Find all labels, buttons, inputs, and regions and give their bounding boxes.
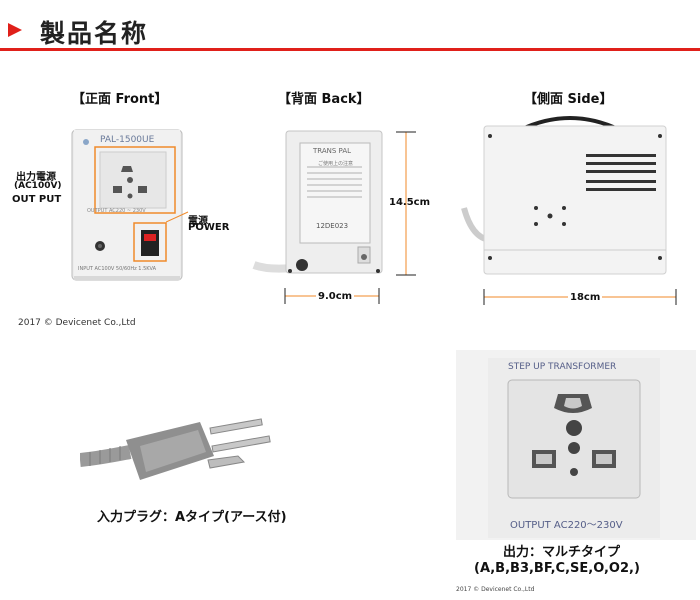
out-label-2: (AC100V) xyxy=(14,181,62,191)
side-view-image xyxy=(461,116,667,275)
front-model-text: PAL-1500UE xyxy=(100,135,155,145)
back-height-label: 14.5cm xyxy=(389,197,431,208)
back-code-text: 12DE023 xyxy=(316,222,349,230)
back-view-label: 【背面 Back】 xyxy=(278,92,370,107)
outlet-caption-1: 出力：マルチタイプ xyxy=(503,545,621,560)
front-output-caption: OUTPUT AC220 ~ 230V xyxy=(87,208,146,214)
copyright-text: 2017 © Devicenet Co.,Ltd xyxy=(18,318,136,328)
power-label-2: POWER xyxy=(188,222,230,233)
outlet-image xyxy=(488,358,660,538)
outlet-top-caption: STEP UP TRANSFORMER xyxy=(508,362,617,372)
front-input-caption: INPUT AC100V 50/60Hz 1.5KVA xyxy=(78,266,157,272)
page-title: 製品名称 xyxy=(40,19,149,48)
back-brand-text: TRANS PAL xyxy=(313,147,352,155)
back-dimension-lines xyxy=(396,131,416,276)
power-label-1: 電源 xyxy=(188,216,208,227)
outlet-copyright-text: 2017 © Devicenet Co.,Ltd xyxy=(456,586,535,593)
out-label-1: 出力電源 xyxy=(16,172,56,183)
side-view-label: 【側面 Side】 xyxy=(524,92,613,107)
back-width-label: 9.0cm xyxy=(316,291,355,302)
back-notice-text: ご使用上の注意 xyxy=(318,161,354,167)
front-view-image xyxy=(71,129,183,281)
plug-image xyxy=(80,418,271,480)
plug-caption: 入力プラグ：Aタイプ(アース付) xyxy=(97,510,287,525)
power-callout-line xyxy=(166,211,189,223)
triangle-marker-icon xyxy=(8,23,22,37)
out-label-3: OUT PUT xyxy=(12,194,62,205)
back-view-image xyxy=(252,130,383,274)
header-rule xyxy=(0,48,700,51)
page-header: 製品名称 xyxy=(0,0,700,54)
side-length-label: 18cm xyxy=(568,292,603,303)
outlet-bottom-caption: OUTPUT AC220～230V xyxy=(510,520,623,531)
outlet-caption-2: (A,B,B3,BF,C,SE,O,O2,) xyxy=(474,561,640,576)
front-view-label: 【正面 Front】 xyxy=(72,92,168,107)
